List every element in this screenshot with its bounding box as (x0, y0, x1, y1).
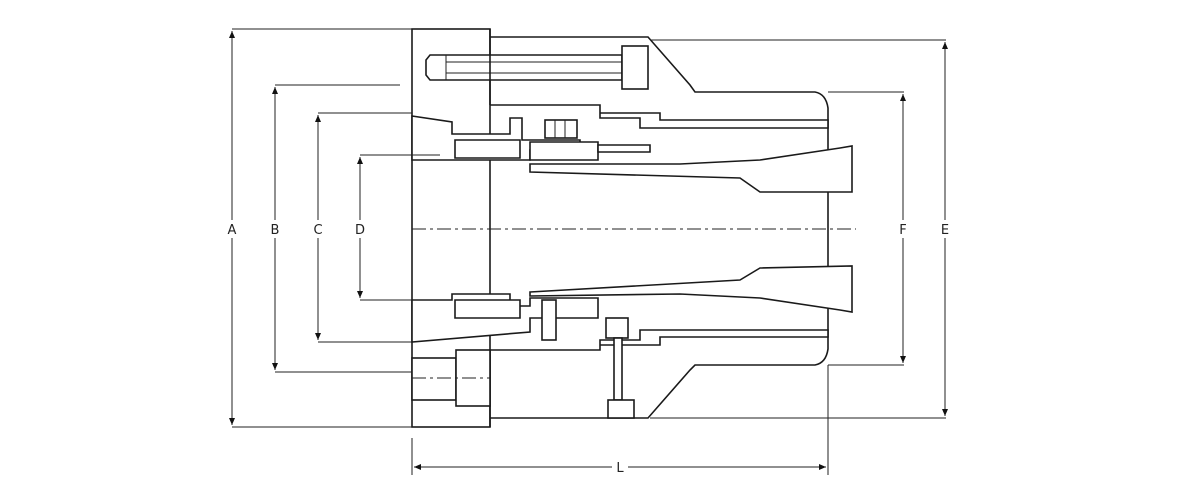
dimension-b: B (268, 87, 282, 370)
dimension-d: D (353, 157, 367, 298)
dimension-f: F (896, 94, 910, 363)
extension-lines-left (232, 28, 440, 428)
lower-screw-head (605, 317, 629, 339)
dimension-a: A (225, 31, 239, 425)
dimension-label-a: A (228, 223, 237, 238)
collet-upper-section (529, 145, 853, 193)
extension-lines-bottom (411, 365, 829, 475)
dimension-e: E (938, 42, 952, 416)
upper-screw (544, 119, 578, 139)
dimension-label-l: L (616, 461, 624, 476)
dimension-label-b: B (271, 223, 280, 238)
bottom-flange-screw (411, 349, 491, 407)
extension-lines-right (650, 39, 946, 419)
dimension-c: C (311, 115, 325, 340)
dimension-l: L (414, 458, 826, 476)
dimension-label-e: E (941, 223, 949, 238)
lower-screw-base (607, 399, 635, 419)
top-bolt (425, 45, 649, 90)
upper-internal-assembly (411, 29, 829, 161)
lower-screw-shank (613, 337, 623, 401)
outer-contour-top (490, 36, 829, 127)
collet-lower-section (529, 265, 853, 313)
dimension-label-c: C (313, 223, 322, 238)
dimension-label-f: F (899, 223, 906, 238)
outer-contour-bottom (490, 330, 829, 419)
dimension-label-d: D (355, 223, 365, 238)
lower-internal-assembly (411, 293, 829, 427)
